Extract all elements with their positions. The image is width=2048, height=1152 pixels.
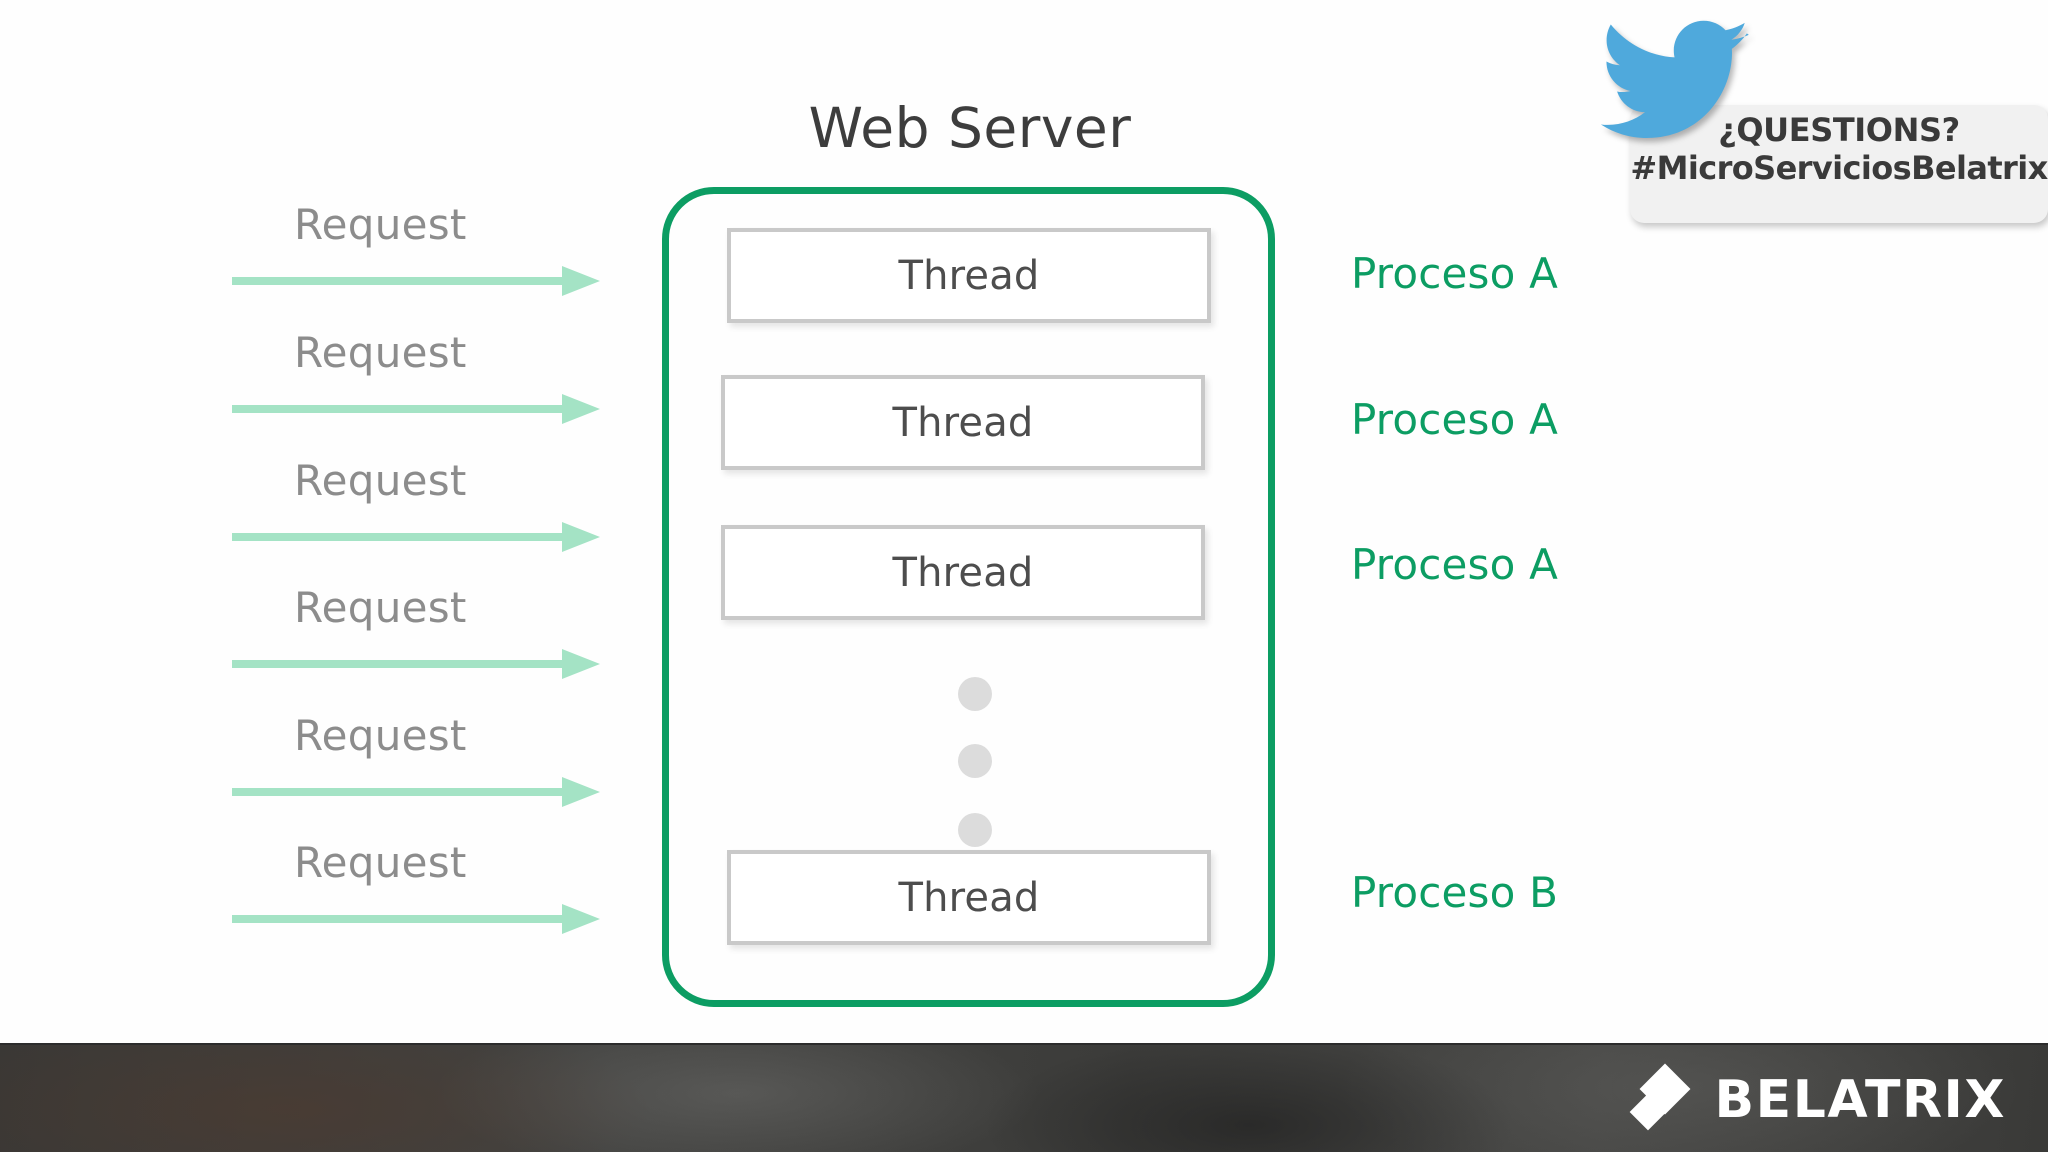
proceso-label: Proceso A	[1351, 249, 1559, 298]
request-label: Request	[294, 328, 467, 377]
request-row: Request	[232, 456, 612, 566]
twitter-bird-icon	[1600, 20, 1749, 138]
ellipsis-dot-icon	[958, 813, 992, 847]
request-row: Request	[232, 328, 612, 438]
questions-hashtag: #MicroServiciosBelatrix	[1630, 149, 2048, 188]
request-row: Request	[232, 711, 612, 821]
request-label: Request	[294, 200, 467, 249]
belatrix-logo: BELATRIX	[1629, 1063, 2006, 1131]
proceso-label: Proceso B	[1351, 868, 1559, 917]
thread-box: Thread	[721, 525, 1205, 620]
arrow-right-icon	[232, 777, 600, 807]
arrow-right-icon	[232, 266, 600, 296]
thread-label: Thread	[892, 549, 1034, 596]
thread-label: Thread	[898, 252, 1040, 299]
twitter-callout: ¿QUESTIONS? #MicroServiciosBelatrix	[1600, 8, 2048, 238]
arrow-right-icon	[232, 522, 600, 552]
arrow-right-icon	[232, 649, 600, 679]
web-server-container: Thread Thread Thread Thread	[662, 187, 1275, 1007]
proceso-label: Proceso A	[1351, 540, 1559, 589]
arrow-right-icon	[232, 394, 600, 424]
page-title: Web Server	[808, 96, 1132, 160]
thread-label: Thread	[898, 874, 1040, 921]
ellipsis-dot-icon	[958, 744, 992, 778]
requests-column: Request Request Request Request Request	[0, 0, 640, 1000]
questions-bubble: ¿QUESTIONS? #MicroServiciosBelatrix	[1630, 105, 2048, 223]
questions-title: ¿QUESTIONS?	[1718, 111, 1960, 149]
request-row: Request	[232, 583, 612, 693]
thread-box: Thread	[721, 375, 1205, 470]
arrow-right-icon	[232, 904, 600, 934]
belatrix-diamond-icon	[1629, 1063, 1695, 1131]
thread-box: Thread	[727, 228, 1211, 323]
thread-ellipsis	[669, 194, 1268, 1000]
proceso-label: Proceso A	[1351, 395, 1559, 444]
ellipsis-dot-icon	[958, 677, 992, 711]
belatrix-wordmark: BELATRIX	[1714, 1070, 2006, 1130]
request-label: Request	[294, 711, 467, 760]
thread-label: Thread	[892, 399, 1034, 446]
request-row: Request	[232, 200, 612, 310]
request-row: Request	[232, 838, 612, 948]
request-label: Request	[294, 838, 467, 887]
thread-box: Thread	[727, 850, 1211, 945]
request-label: Request	[294, 456, 467, 505]
request-label: Request	[294, 583, 467, 632]
footer-bar: BELATRIX	[0, 1043, 2048, 1152]
